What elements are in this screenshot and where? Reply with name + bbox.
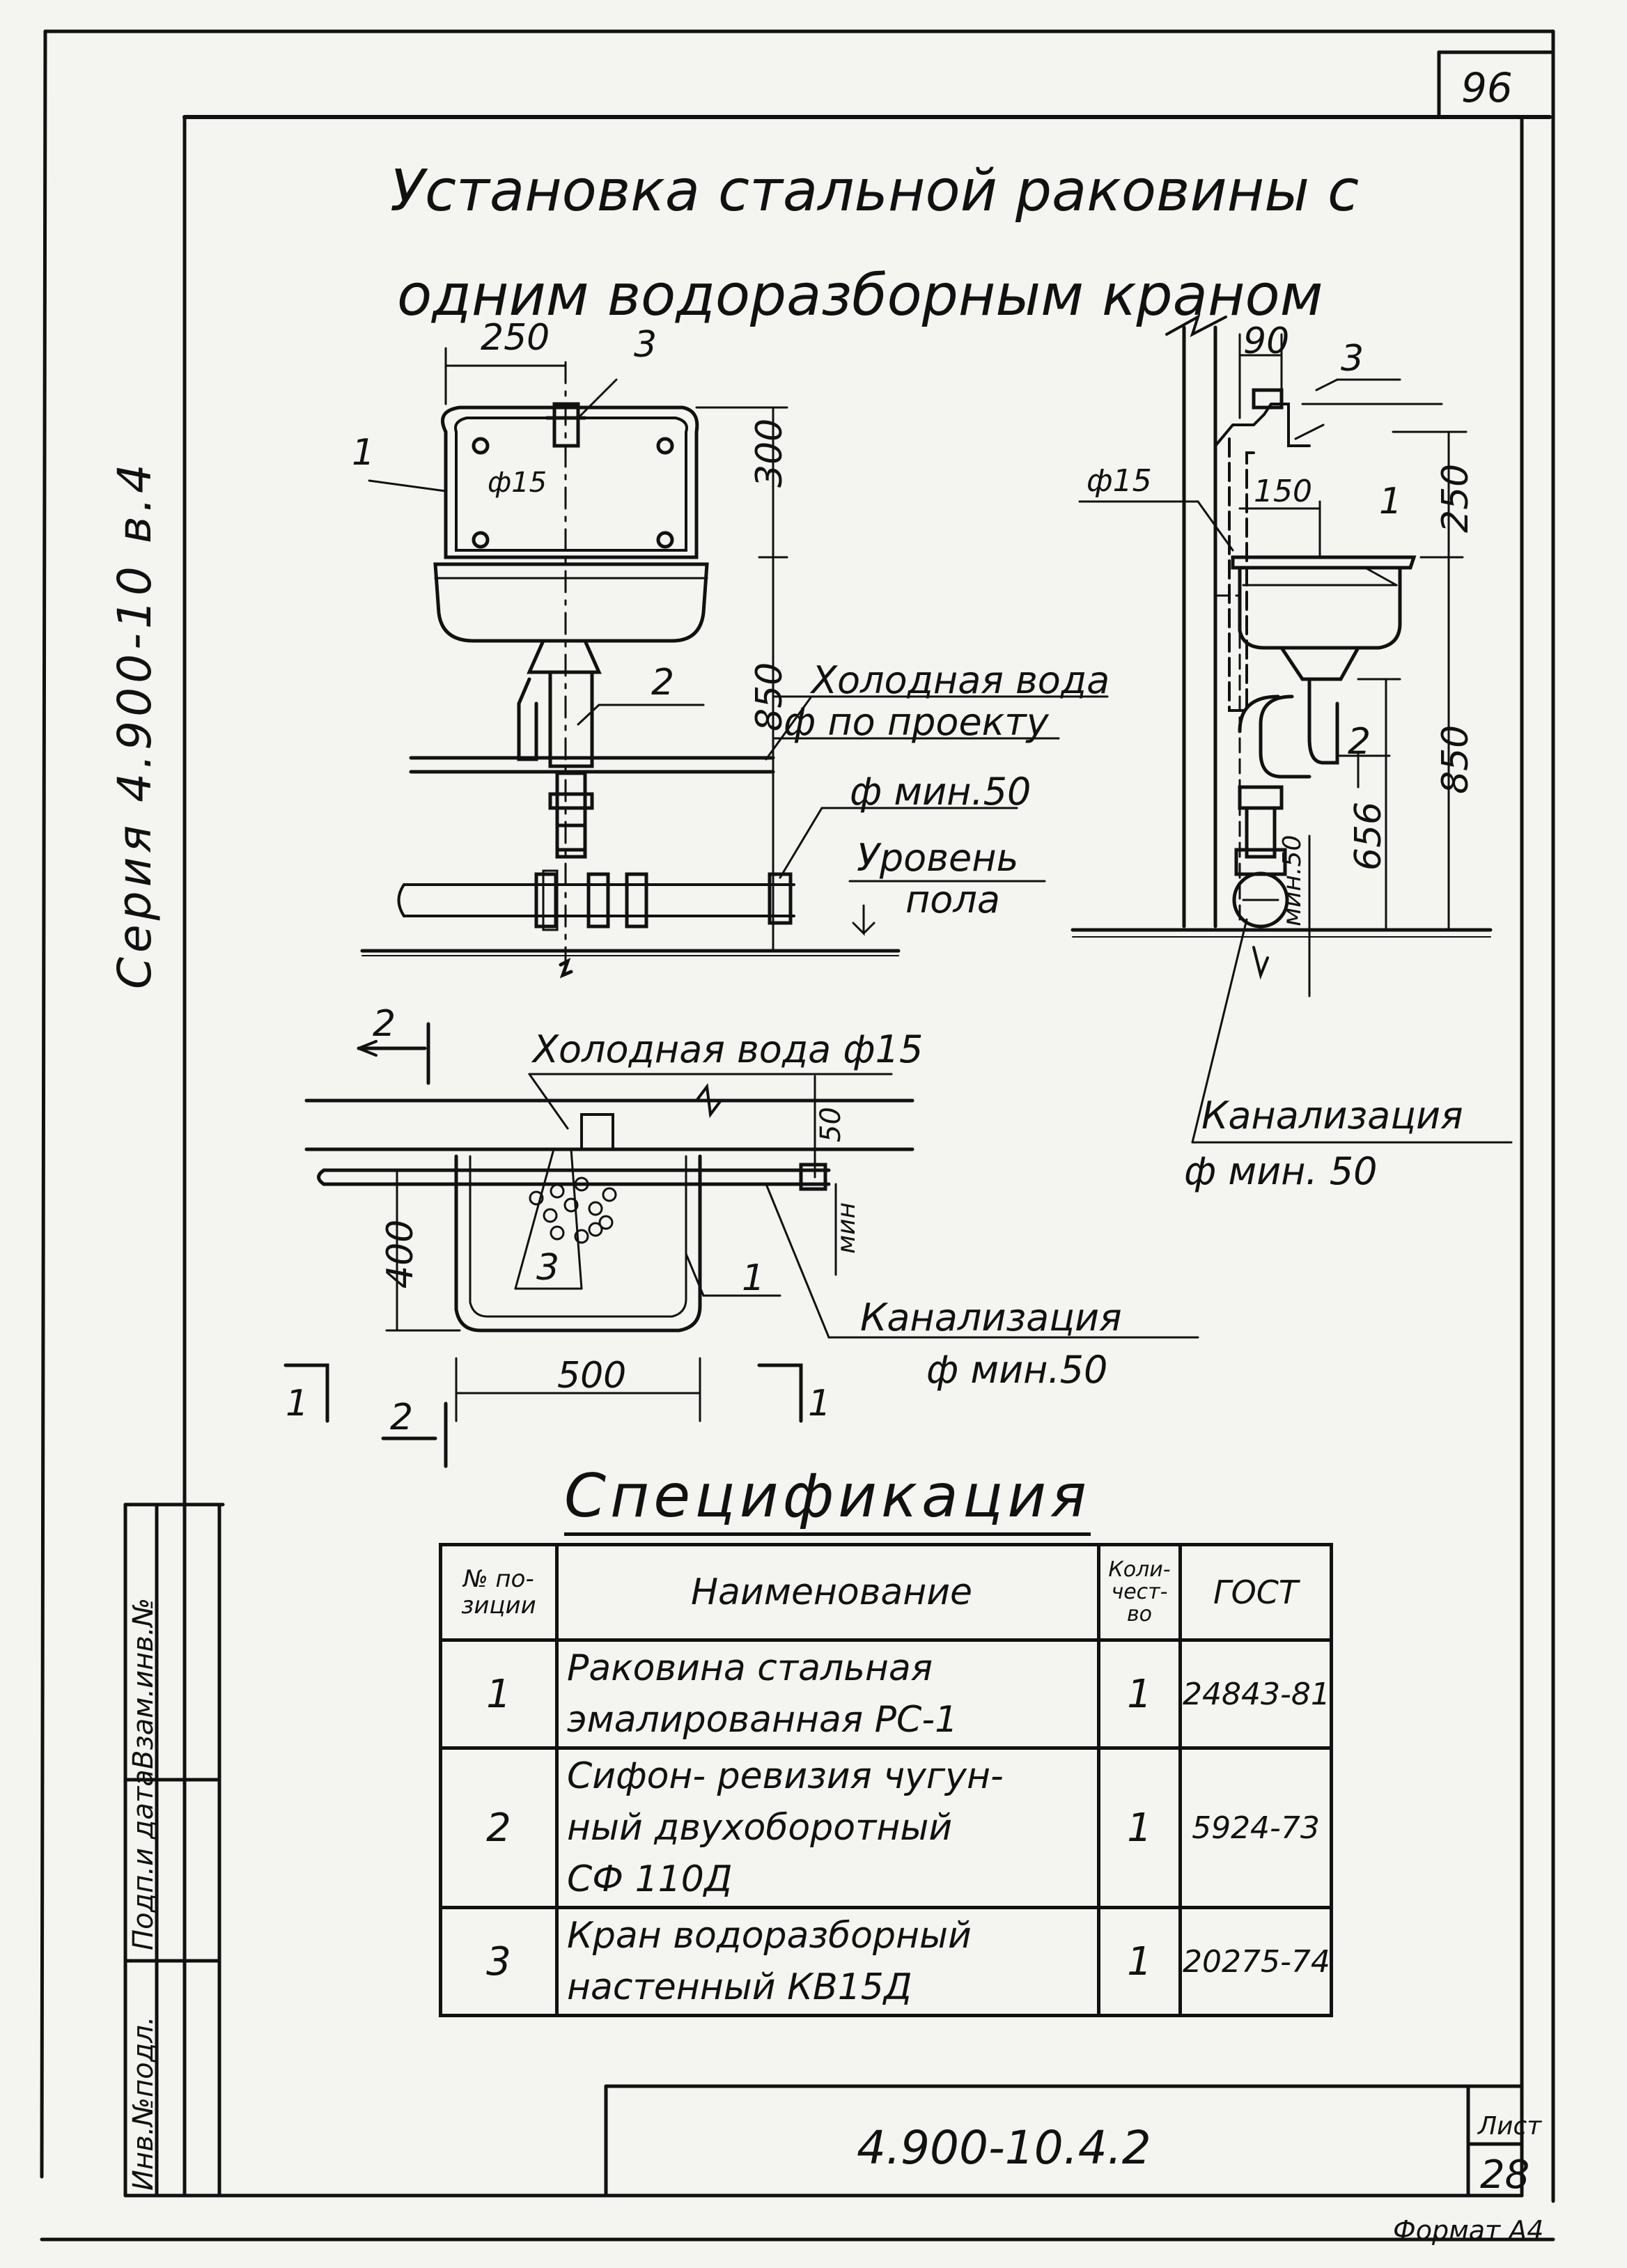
side-dim-90: 90 (1243, 320, 1290, 362)
spec-row: 1 Раковина стальная эмалированная РС-1 1… (439, 1638, 1333, 1750)
side-col-inv-no: Инв.№подл. (127, 2016, 159, 2191)
side-col-sign-date: Подп.и дата (127, 1769, 159, 1950)
front-drain-label: ф мин.50 (850, 770, 1032, 814)
spec-row-pos: 1 (439, 1638, 559, 1750)
plan-cut-2-bottom: 2 (390, 1397, 414, 1438)
spec-row-gost: 24843-81 (1178, 1638, 1333, 1750)
spec-row-qty: 1 (1097, 1638, 1182, 1750)
spec-name-line: настенный КВ15Д (567, 1966, 912, 2008)
spec-table: № по-зиции Наименование Коли-чест-во ГОС… (439, 1543, 1333, 2017)
front-pos-3: 3 (634, 324, 657, 366)
plan-dim-500: 500 (557, 1355, 627, 1397)
stamp-leaf-label: Лист (1478, 2112, 1542, 2141)
side-column-frame (123, 1502, 1524, 2198)
sheet-frame (40, 29, 1555, 2242)
plan-cold-water-label: Холодная вода ф15 (533, 1027, 924, 1071)
front-view-drawing (360, 347, 1109, 979)
spec-name-line: Раковина стальная (567, 1647, 933, 1689)
spec-row: 2 Сифон- ревизия чугун- ный двухоборотны… (439, 1746, 1333, 1909)
spec-name-line: Сифон- ревизия чугун- (567, 1755, 1004, 1797)
plan-view-drawing (283, 1022, 1199, 1468)
side-pos-1: 1 (1379, 481, 1403, 522)
plan-sewer-diam: ф мин.50 (926, 1348, 1108, 1392)
front-dim-300: 300 (749, 418, 791, 488)
spec-row-pos: 2 (439, 1746, 559, 1909)
stamp-frame (604, 2084, 1524, 2198)
side-pos-3: 3 (1341, 338, 1364, 380)
side-view-drawing (1071, 313, 1513, 1144)
spec-row-gost: 20275-74 (1178, 1906, 1333, 2017)
spec-row-pos: 3 (439, 1906, 559, 2017)
title-line-2: одним водоразборным краном (397, 263, 1323, 329)
spec-row-name: Кран водоразборный настенный КВ15Д (555, 1906, 1100, 2017)
spec-row: 3 Кран водоразборный настенный КВ15Д 1 2… (439, 1906, 1333, 2017)
plan-dim-400: 400 (380, 1219, 421, 1289)
side-col-replace-inv: Взам.инв.№ (127, 1597, 159, 1769)
spec-title: Спецификация (564, 1461, 1091, 1536)
spec-name-line: эмалированная РС-1 (567, 1699, 958, 1741)
side-sewer-diam: ф мин. 50 (1184, 1149, 1378, 1193)
stamp-leaf-number: 28 (1480, 2152, 1530, 2198)
floor-level-label: Уровень (857, 836, 1019, 880)
spec-row-qty: 1 (1097, 1746, 1182, 1909)
plan-sewer-label: Канализация (860, 1296, 1122, 1339)
sheet-number: 96 (1461, 64, 1513, 111)
front-diam-15: ф15 (488, 467, 547, 499)
plan-cut-1-left: 1 (286, 1383, 309, 1424)
stamp-format: Формат А4 (1393, 2215, 1544, 2246)
front-cold-water-diam: ф по проекту (784, 700, 1049, 744)
side-dim-656: 656 (1348, 801, 1389, 871)
floor-level-label-2: пола (905, 878, 1000, 922)
front-cold-water-label: Холодная вода (811, 658, 1110, 702)
title-line-1: Установка стальной раковины с (390, 158, 1360, 224)
spec-header-pos: № по-зиции (439, 1543, 559, 1642)
spec-row-name: Раковина стальная эмалированная РС-1 (555, 1638, 1100, 1750)
spec-name-line: СФ 110Д (567, 1858, 733, 1900)
front-dim-width: 250 (481, 317, 550, 359)
spec-header-gost: ГОСТ (1178, 1543, 1333, 1642)
drawing-title: Установка стальной раковины с одним водо… (390, 139, 1359, 348)
front-pos-2: 2 (651, 662, 675, 704)
spec-row-qty: 1 (1097, 1906, 1182, 2017)
plan-dim-50: 50 (815, 1107, 847, 1142)
spec-row-gost: 5924-73 (1178, 1746, 1333, 1909)
stamp-code: 4.900-10.4.2 (857, 2121, 1151, 2175)
side-dim-250: 250 (1435, 463, 1477, 533)
side-pos-2: 2 (1348, 721, 1371, 763)
series-label: Серия 4.900-10 в.4 (108, 460, 162, 989)
side-dim-min50: мин.50 (1278, 834, 1307, 926)
spec-header-qty: Коли-чест-во (1097, 1543, 1182, 1642)
plan-cut-1-right: 1 (808, 1383, 832, 1424)
side-dim-150: 150 (1254, 474, 1312, 509)
plan-pos-3: 3 (536, 1247, 560, 1289)
side-diam-15: ф15 (1087, 463, 1152, 499)
spec-name-line: Кран водоразборный (567, 1915, 972, 1957)
side-sewer-label: Канализация (1201, 1094, 1463, 1137)
side-dim-850: 850 (1435, 724, 1477, 794)
plan-dim-min: мин (832, 1202, 861, 1254)
spec-name-line: ный двухоборотный (567, 1807, 953, 1849)
plan-pos-1: 1 (742, 1257, 765, 1299)
spec-row-name: Сифон- ревизия чугун- ный двухоборотный … (555, 1746, 1100, 1909)
spec-header-name: Наименование (555, 1543, 1100, 1642)
spec-header-row: № по-зиции Наименование Коли-чест-во ГОС… (439, 1543, 1333, 1642)
front-pos-1: 1 (352, 432, 375, 474)
plan-cut-2-top: 2 (373, 1003, 396, 1045)
